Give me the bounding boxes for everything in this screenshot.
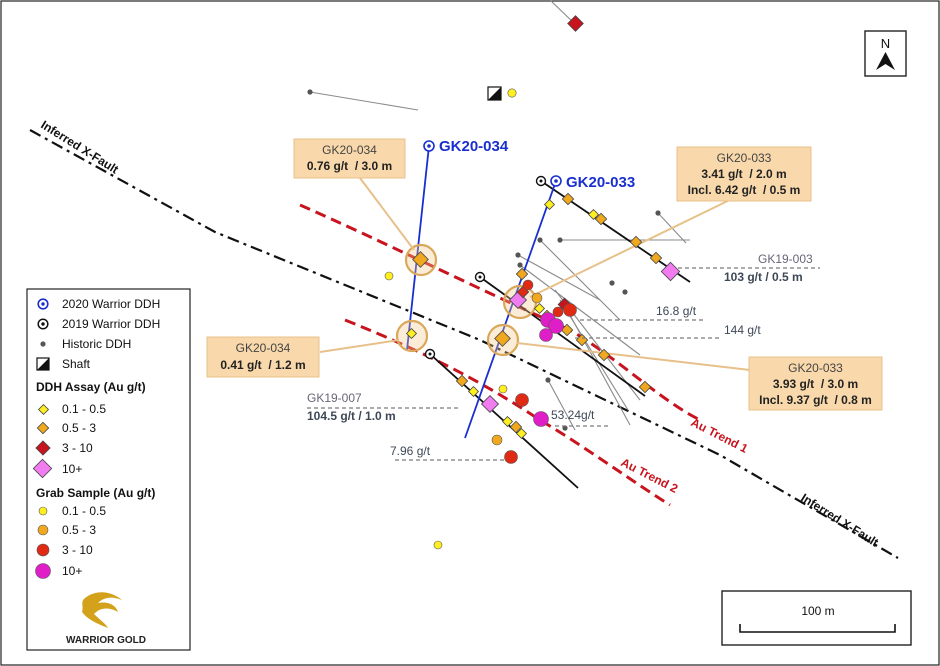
callout-value-incl: Incl. 9.37 g/t / 0.8 m <box>759 393 872 407</box>
callout-gk20-033-lower: GK20-033 3.93 g/t / 3.0 m Incl. 9.37 g/t… <box>748 356 883 411</box>
callout-value: 0.76 g/t / 3.0 m <box>307 159 392 173</box>
legend-shaft: Shaft <box>62 357 91 371</box>
ddh-assay-markers <box>405 15 681 440</box>
callout-title: GK20-033 <box>788 361 843 375</box>
legend-assay-2: 0.5 - 3 <box>62 421 96 435</box>
callout-value: 0.41 g/t / 1.2 m <box>220 358 305 372</box>
legend-ddh-historic: Historic DDH <box>62 337 131 351</box>
callout-title: GK20-034 <box>236 341 291 355</box>
north-arrow-icon <box>876 52 895 70</box>
collar-label-gk20-033: GK20-033 <box>566 174 635 191</box>
callout-gk20-034-lower: GK20-034 0.41 g/t / 1.2 m <box>206 336 320 378</box>
legend-ddh-2020: 2020 Warrior DDH <box>62 297 160 311</box>
legend-assay-header: DDH Assay (Au g/t) <box>36 380 146 394</box>
legend-grab-1: 0.1 - 0.5 <box>62 504 106 518</box>
gk19-007-title: GK19-007 <box>307 391 362 405</box>
callout-title: GK20-034 <box>322 143 377 157</box>
legend-grab-2: 0.5 - 3 <box>62 523 96 537</box>
callout-value-incl: Incl. 6.42 g/t / 0.5 m <box>688 183 801 197</box>
gk19-007-value: 104.5 g/t / 1.0 m <box>307 409 396 423</box>
ddh-2019-collars <box>424 175 547 360</box>
legend-grab-4: 10+ <box>62 564 82 578</box>
scale-label: 100 m <box>801 604 834 618</box>
gk19-003-value: 103 g/t / 0.5 m <box>724 270 803 284</box>
grab-sample-markers <box>384 88 577 550</box>
collar-label-gk20-034: GK20-034 <box>439 138 509 155</box>
callout-value: 3.93 g/t / 3.0 m <box>773 377 858 391</box>
callout-gk20-033-upper: GK20-033 3.41 g/t / 2.0 m Incl. 6.42 g/t… <box>676 146 812 202</box>
warrior-gold-logo: WARRIOR GOLD <box>66 592 146 646</box>
annotation-16-8: 16.8 g/t <box>656 304 697 318</box>
annotation-53-24: 53.24g/t <box>551 408 595 422</box>
callout-gk20-034-upper: GK20-034 0.76 g/t / 3.0 m <box>293 138 406 179</box>
north-arrow: N <box>864 30 907 77</box>
annotation-leaders <box>307 267 820 461</box>
scale-bar: 100 m <box>721 590 912 646</box>
north-label: N <box>881 36 890 51</box>
legend-grab-3: 3 - 10 <box>62 543 93 557</box>
legend-assay-4: 10+ <box>62 462 82 476</box>
map-legend: 2020 Warrior DDH 2019 Warrior DDH Histor… <box>26 288 191 651</box>
ddh-gk20-034-trace <box>406 145 430 351</box>
historic-ddh-collars <box>307 89 661 431</box>
au-trend-2-line <box>344 318 671 507</box>
ddh-gk20-033-trace <box>464 180 557 439</box>
ddh-2020-collars <box>423 140 562 187</box>
annotation-7-96: 7.96 g/t <box>390 444 431 458</box>
shaft-symbol <box>487 86 502 101</box>
inferred-fault-line <box>29 129 899 559</box>
legend-assay-1: 0.1 - 0.5 <box>62 402 106 416</box>
legend-grab-header: Grab Sample (Au g/t) <box>36 486 155 500</box>
callout-value: 3.41 g/t / 2.0 m <box>701 167 786 181</box>
logo-text: WARRIOR GOLD <box>66 635 146 646</box>
callout-title: GK20-033 <box>717 151 772 165</box>
gk19-003-title: GK19-003 <box>758 252 813 266</box>
legend-assay-3: 3 - 10 <box>62 441 93 455</box>
annotation-144: 144 g/t <box>724 323 761 337</box>
legend-ddh-2019: 2019 Warrior DDH <box>62 317 160 331</box>
